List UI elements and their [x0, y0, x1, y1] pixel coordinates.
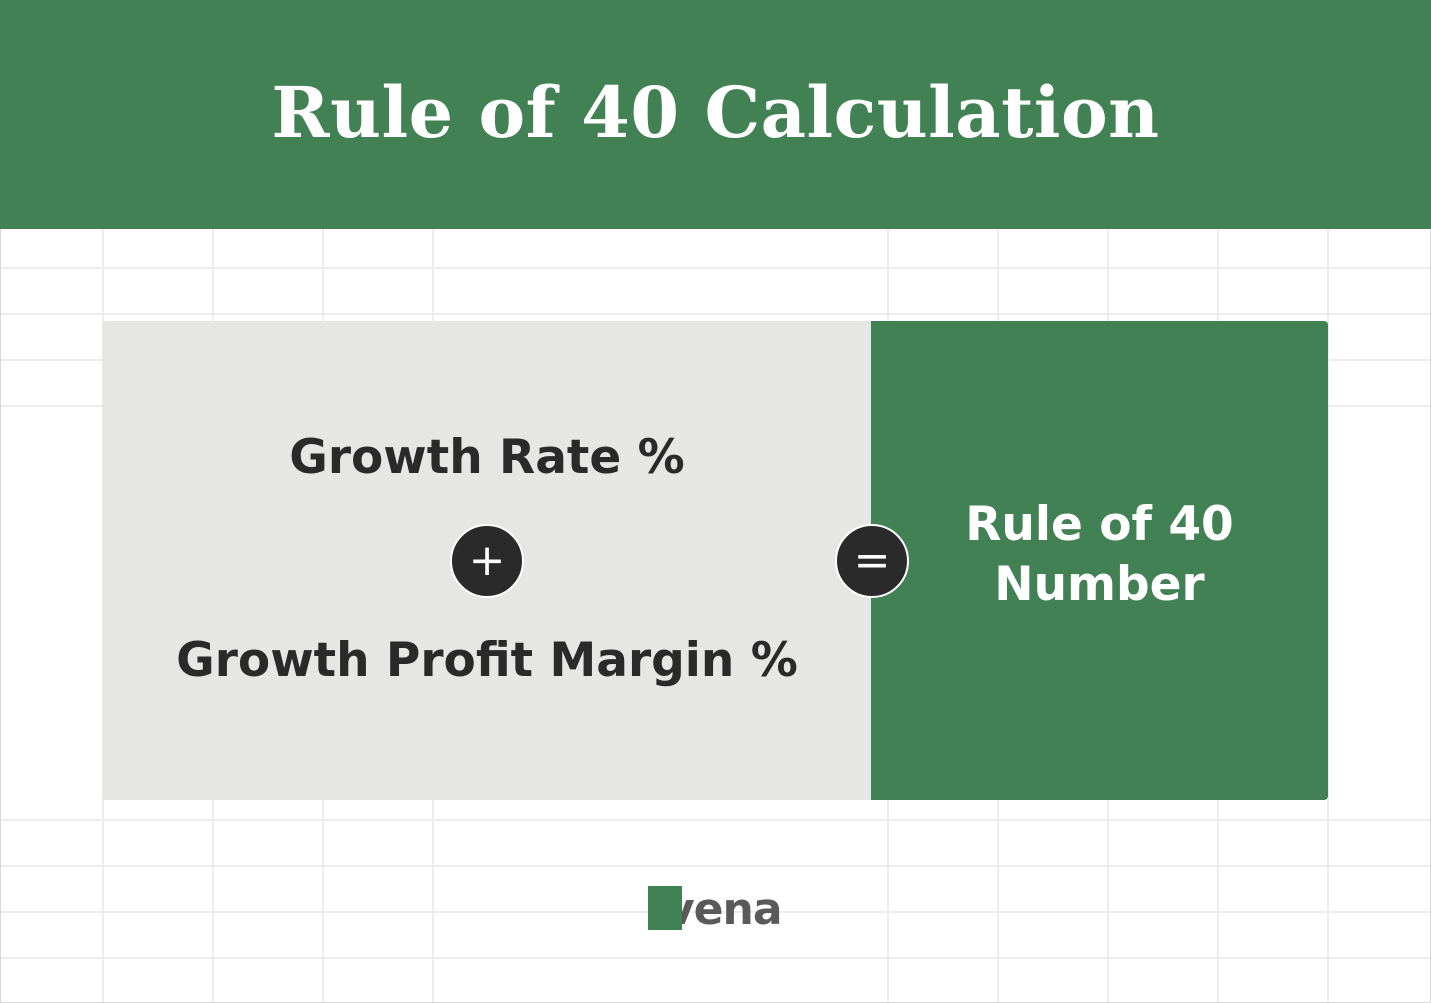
vena-logo: vena	[648, 884, 783, 935]
page-title: Rule of 40 Calculation	[271, 71, 1160, 154]
result-label: Rule of 40 Number	[871, 495, 1328, 615]
logo-mark-shape	[648, 886, 682, 930]
equals-symbol: =	[853, 535, 891, 586]
growth-rate-term: Growth Rate %	[289, 430, 685, 485]
result-line-2: Number	[994, 557, 1205, 612]
result-line-1: Rule of 40	[965, 497, 1234, 552]
plus-symbol: +	[468, 535, 506, 586]
title-banner: Rule of 40 Calculation	[0, 0, 1431, 229]
profit-margin-term: Growth Profit Margin %	[176, 633, 798, 688]
result-panel	[871, 321, 1328, 800]
equals-operator-icon: =	[835, 524, 909, 598]
plus-operator-icon: +	[450, 524, 524, 598]
vena-logo-mark-icon	[648, 886, 682, 930]
vena-logo-wordmark: vena	[666, 884, 783, 935]
